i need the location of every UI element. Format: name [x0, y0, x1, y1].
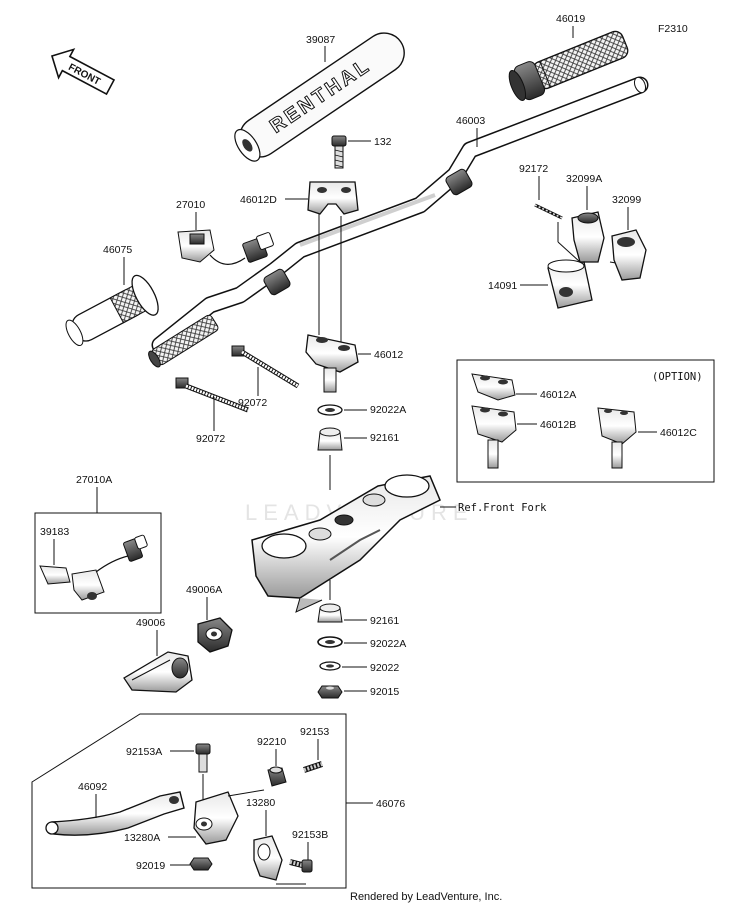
screw-92153-part	[303, 761, 323, 773]
bushing-92161-top-part	[317, 427, 343, 451]
perch-13280A-part	[193, 789, 265, 845]
label-92015: 92015	[370, 686, 399, 698]
label-27010A: 27010A	[76, 474, 112, 486]
grip-brand-text: RENTHAL	[266, 54, 375, 137]
front-arrow-icon: FRONT	[50, 48, 116, 96]
option-box	[456, 359, 715, 483]
washer-92022A-bottom-part	[317, 636, 343, 648]
cable-tie-lower-part	[175, 377, 249, 413]
label-46003: 46003	[456, 115, 485, 127]
switch-27010-part	[177, 229, 274, 265]
adjuster-49006A-part	[197, 617, 233, 653]
label-46019: 46019	[556, 13, 585, 25]
label-46012A: 46012A	[540, 389, 576, 401]
clamp-46012C-part	[597, 407, 637, 469]
label-46092: 46092	[78, 781, 107, 793]
label-13280: 13280	[246, 797, 275, 809]
right-grip-part	[508, 30, 629, 101]
label-92172: 92172	[519, 163, 548, 175]
cable-tie-upper-part	[231, 345, 300, 389]
upper-clamp-part	[307, 181, 359, 215]
lever-assembly-box	[31, 713, 347, 889]
housing-32099A-part	[571, 211, 605, 263]
clamp-46012B-part	[471, 405, 517, 469]
label-32099A: 32099A	[566, 173, 602, 185]
left-grip-part	[65, 274, 159, 347]
label-14091: 14091	[488, 280, 517, 292]
lever-46092-part	[45, 791, 185, 836]
label-92153: 92153	[300, 726, 329, 738]
label-92019: 92019	[136, 860, 165, 872]
throttle-tube-14091-part	[547, 259, 593, 309]
switch-kit-box	[34, 512, 162, 614]
clamp-46012-part	[305, 334, 359, 393]
label-46012C: 46012C	[660, 427, 697, 439]
nut-92019-part	[189, 857, 213, 871]
label-46012D: 46012D	[240, 194, 277, 206]
clamp-13280-part	[253, 835, 283, 881]
label-92022A-top: 92022A	[370, 404, 406, 416]
washer-92022-part	[319, 661, 341, 671]
bolt-92153B-part	[289, 859, 313, 873]
switch-kit-part	[39, 534, 148, 601]
triple-clamp-part	[251, 474, 441, 613]
label-92161-bottom: 92161	[370, 615, 399, 627]
label-46012: 46012	[374, 349, 403, 361]
label-49006A: 49006A	[186, 584, 222, 596]
label-49006: 49006	[136, 617, 165, 629]
footer-credit: Rendered by LeadVenture, Inc.	[350, 891, 502, 903]
bolt-92153A-part	[195, 743, 211, 773]
label-46075: 46075	[103, 244, 132, 256]
label-92072-b: 92072	[196, 433, 225, 445]
label-39183: 39183	[40, 526, 69, 538]
handlebar-part	[148, 76, 649, 368]
option-label: (OPTION)	[652, 371, 703, 383]
washer-92022A-top-part	[317, 404, 343, 416]
label-32099: 32099	[612, 194, 641, 206]
label-92210: 92210	[257, 736, 286, 748]
label-13280A: 13280A	[124, 832, 160, 844]
label-ref-front-fork: Ref.Front Fork	[458, 502, 547, 514]
adjuster-92210-part	[267, 766, 287, 787]
label-132: 132	[374, 136, 392, 148]
label-92022A-bottom: 92022A	[370, 638, 406, 650]
label-46012B: 46012B	[540, 419, 576, 431]
label-92022: 92022	[370, 662, 399, 674]
bushing-92161-bottom-part	[317, 603, 343, 623]
screw-92172-part	[534, 203, 563, 220]
label-46076: 46076	[376, 798, 405, 810]
nut-92015-part	[317, 685, 343, 699]
cover-49006-part	[123, 651, 193, 693]
label-39087: 39087	[306, 34, 335, 46]
label-92161-top: 92161	[370, 432, 399, 444]
label-92153B: 92153B	[292, 829, 328, 841]
label-92153A: 92153A	[126, 746, 162, 758]
figure-code: F2310	[658, 23, 688, 35]
housing-32099-part	[611, 229, 647, 281]
label-92072-a: 92072	[238, 397, 267, 409]
bolt-132-part	[331, 135, 347, 169]
clamp-46012A-part	[471, 373, 516, 401]
label-27010: 27010	[176, 199, 205, 211]
